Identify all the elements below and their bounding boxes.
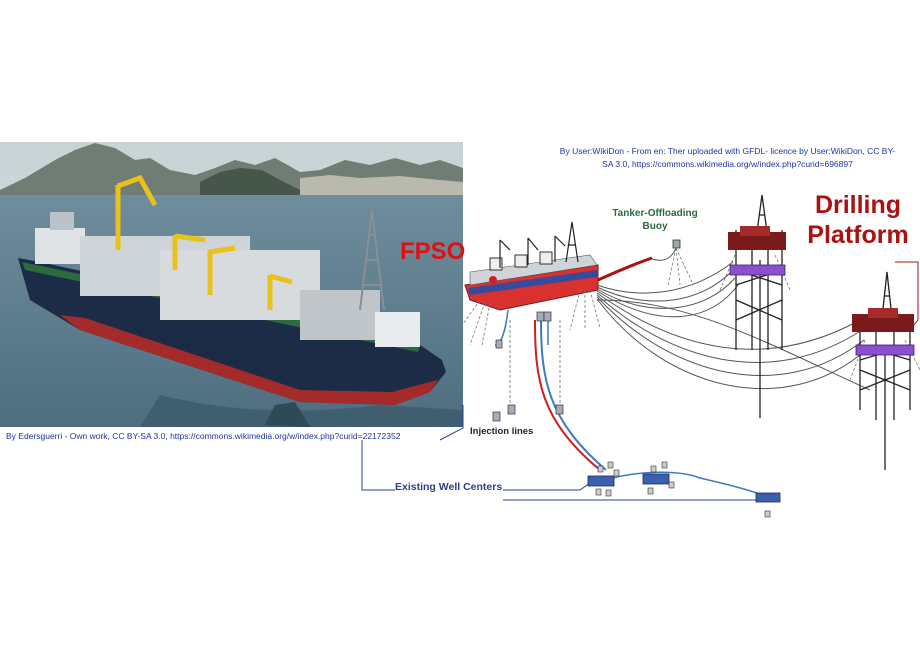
injection-lines: [494, 309, 769, 498]
riser-lines: [596, 261, 871, 391]
drilling-platform-icon: [728, 194, 786, 418]
well-centers-label: Existing Well Centers: [395, 481, 503, 493]
fpso-vessel-icon: [464, 221, 599, 311]
image-credit-right: By User:WikiDon - From en: Ther uploaded…: [559, 146, 896, 169]
fpso-photo: [0, 142, 463, 427]
injection-lines-label: Injection lines: [470, 426, 534, 437]
well-center-icons: [587, 461, 781, 518]
subsea-diagram: [361, 194, 920, 518]
buoy-icon: [649, 239, 681, 261]
crane-icon: [115, 174, 293, 310]
derrick-icon: [359, 209, 385, 311]
drilling-platform-icon: [852, 271, 915, 470]
image-credit-left: By Edersguerri - Own work, CC BY-SA 3.0,…: [6, 431, 401, 441]
drilling-platform-label: Drilling Platform: [807, 191, 909, 249]
fpso-label: FPSO: [400, 238, 466, 265]
subsea-valve-icons: [492, 311, 564, 422]
tanker-buoy-label: Tanker-Offloading Buoy: [612, 208, 698, 232]
